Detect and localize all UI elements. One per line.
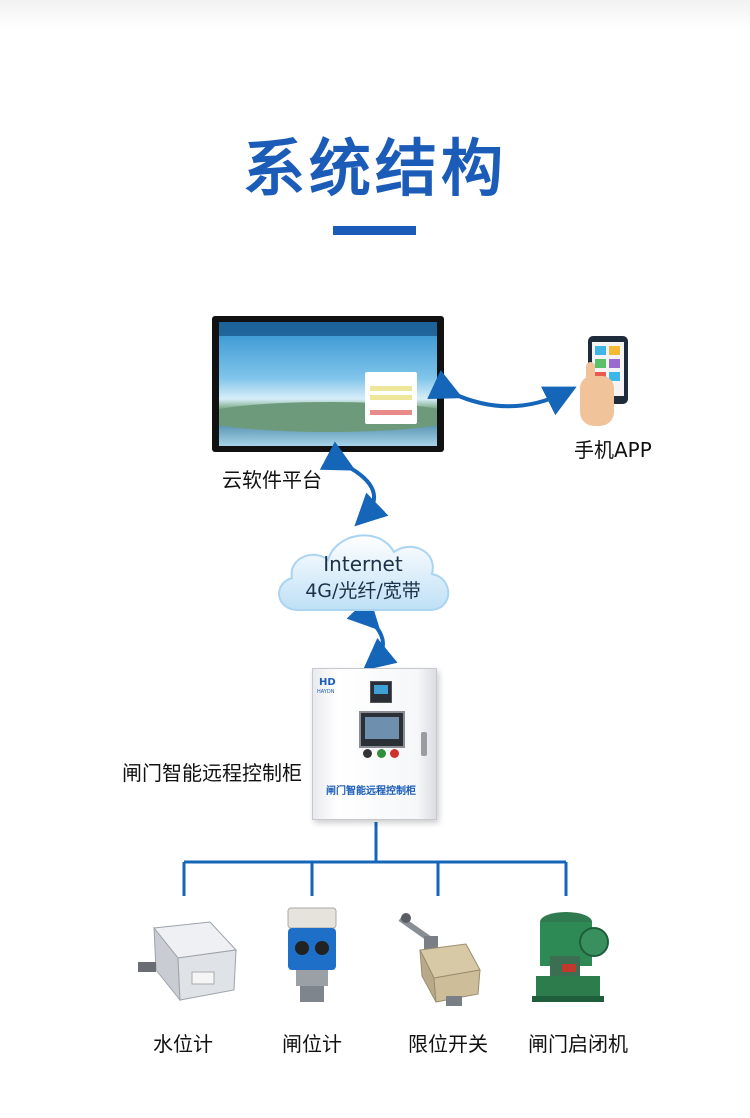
cloud-line1: Internet [323, 552, 403, 576]
cabinet-brand: HAYDN [317, 689, 335, 695]
device-label-gate-hoist: 闸门启闭机 [528, 1032, 628, 1056]
screen-header-bar [219, 322, 437, 336]
control-cabinet-image: HD HAYDN 闸门智能远程控制柜 [312, 668, 437, 820]
water-level-meter-image [138, 921, 238, 1002]
arrow-platform-cloud [319, 441, 389, 527]
login-panel [365, 372, 417, 424]
title-underline [333, 226, 416, 235]
cabinet-meter [370, 681, 392, 703]
brand-logo-icon: HD [319, 677, 336, 687]
internet-cloud [278, 534, 450, 611]
cabinet-label: 闸门智能远程控制柜 [122, 761, 302, 785]
cabinet-knob [363, 749, 372, 758]
platform-label: 云软件平台 [222, 468, 322, 492]
arrow-cloud-cabinet [346, 596, 398, 671]
arrow-platform-app [427, 370, 577, 416]
device-label-gate-position: 闸位计 [282, 1032, 342, 1056]
device-tree-lines [182, 822, 568, 896]
hand-icon [580, 376, 614, 426]
gate-hoist-image [532, 912, 609, 1002]
cabinet-panel-text: 闸门智能远程控制柜 [326, 786, 416, 797]
limit-switch-image [398, 913, 481, 1006]
cabinet-handle [421, 732, 427, 756]
page-title: 系统结构 [242, 132, 507, 205]
device-label-water-level: 水位计 [153, 1032, 213, 1056]
finger-icon [586, 362, 595, 386]
gate-position-meter-image [287, 907, 337, 1002]
cloud-line2: 4G/光纤/宽带 [305, 580, 421, 602]
app-label: 手机APP [574, 438, 652, 462]
cabinet-green-button [377, 749, 386, 758]
cabinet-hmi-screen [359, 711, 405, 748]
cabinet-red-button [390, 749, 399, 758]
top-band [0, 0, 750, 30]
device-label-limit-switch: 限位开关 [408, 1032, 488, 1056]
platform-monitor-image [212, 316, 444, 452]
monitor-screen [219, 322, 437, 446]
svg-text:HD: HD [319, 677, 336, 687]
